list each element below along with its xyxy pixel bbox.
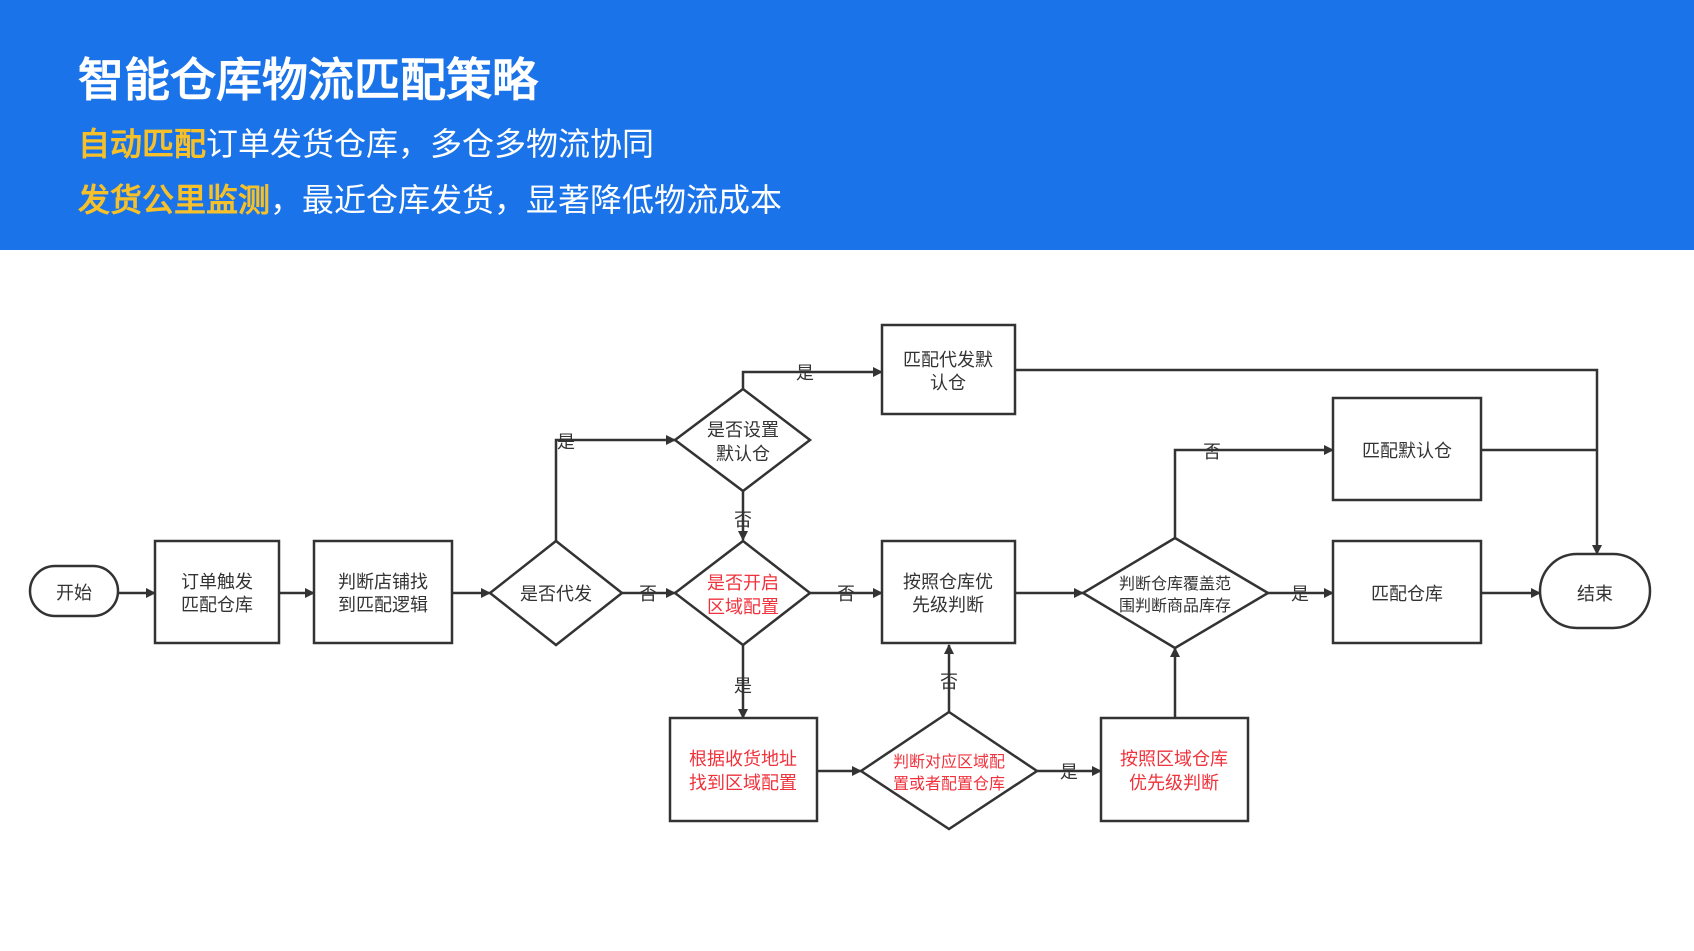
judge-region-config-line-1: 判断对应区域配 (893, 752, 1005, 771)
edge-default-yes (741, 367, 883, 389)
edge-proxy-yes (554, 435, 676, 541)
match-proxy-default-line-1: 匹配代发默 (903, 350, 993, 371)
judge-store-node: 判断店铺找 到匹配逻辑 (312, 539, 454, 645)
is-proxy-label: 是否代发 (520, 584, 592, 605)
is-region-enabled-line-1: 是否开启 (707, 573, 779, 594)
edge-coverage-no (1173, 445, 1334, 538)
judge-coverage-line-1: 判断仓库覆盖范 (1119, 574, 1231, 593)
judge-coverage-line-2: 围判断商品库存 (1119, 596, 1231, 615)
page-title: 智能仓库物流匹配策略 (78, 53, 538, 107)
flow-edges (118, 367, 1602, 776)
label-yes-proxy: 是 (557, 432, 575, 453)
order-trigger-line-1: 订单触发 (181, 572, 253, 593)
by-region-priority-line-2: 优先级判断 (1129, 773, 1219, 794)
is-default-set-line-2: 默认仓 (716, 444, 770, 465)
order-trigger-node: 订单触发 匹配仓库 (153, 539, 281, 645)
label-no-region: 否 (837, 584, 855, 605)
end-label: 结束 (1577, 584, 1613, 605)
header-banner: 智能仓库物流匹配策略 自动匹配订单发货仓库，多仓多物流协同 发货公里监测，最近仓… (0, 0, 1694, 250)
edge-labels: 是 是 否 否 否 否 是 是 否 是 (557, 363, 1309, 783)
end-node: 结束 (1538, 552, 1652, 630)
is-default-set-line-1: 是否设置 (707, 420, 779, 441)
is-proxy-decision: 是否代发 (487, 539, 625, 647)
is-default-set-decision: 是否设置 默认仓 (672, 387, 813, 493)
label-yes-judgeregion: 是 (1060, 762, 1078, 783)
label-no-coverage: 否 (1203, 442, 1221, 463)
judge-coverage-decision: 判断仓库覆盖范 围判断商品库存 (1080, 536, 1271, 650)
label-no-judgeregion: 否 (940, 672, 958, 693)
by-priority-line-2: 先级判断 (912, 595, 984, 616)
edge-proxy-default-end (1015, 368, 1599, 450)
subtitle-1-text: 订单发货仓库，多仓多物流协同 (206, 125, 655, 163)
subtitle-line-2: 发货公里监测，最近仓库发货，显著降低物流成本 (78, 178, 782, 222)
match-warehouse-label: 匹配仓库 (1371, 584, 1443, 605)
by-priority-node: 按照仓库优 先级判断 (880, 539, 1017, 645)
judge-region-config-line-2: 置或者配置仓库 (893, 774, 1005, 793)
by-priority-line-1: 按照仓库优 (903, 572, 993, 593)
match-default-label: 匹配默认仓 (1362, 441, 1452, 462)
subtitle-2-text: ，最近仓库发货，显著降低物流成本 (270, 181, 783, 219)
is-region-enabled-line-2: 区域配置 (707, 597, 779, 618)
label-yes-default: 是 (796, 363, 814, 384)
label-yes-coverage: 是 (1291, 584, 1309, 605)
find-region-line-1: 根据收货地址 (689, 749, 797, 770)
by-region-priority-line-1: 按照区域仓库 (1120, 749, 1228, 770)
label-no-proxy: 否 (639, 584, 657, 605)
match-proxy-default-line-2: 认仓 (930, 373, 966, 394)
match-warehouse-node: 匹配仓库 (1331, 539, 1483, 645)
order-trigger-line-2: 匹配仓库 (181, 595, 253, 616)
start-label: 开始 (56, 583, 92, 604)
by-region-priority-node: 按照区域仓库 优先级判断 (1099, 716, 1250, 823)
judge-region-config-decision: 判断对应区域配 置或者配置仓库 (858, 710, 1040, 831)
find-region-line-2: 找到区域配置 (689, 773, 797, 794)
label-no-default: 否 (734, 510, 752, 531)
is-region-enabled-decision: 是否开启 区域配置 (672, 539, 813, 647)
subtitle-line-1: 自动匹配订单发货仓库，多仓多物流协同 (78, 122, 654, 166)
start-node: 开始 (28, 564, 120, 618)
subtitle-1-highlight: 自动匹配 (78, 125, 207, 163)
match-default-node: 匹配默认仓 (1331, 396, 1483, 502)
judge-store-line-2: 到匹配逻辑 (338, 595, 428, 616)
match-proxy-default-node: 匹配代发默 认仓 (880, 323, 1017, 416)
subtitle-2-highlight: 发货公里监测 (78, 181, 271, 219)
find-region-node: 根据收货地址 找到区域配置 (668, 716, 819, 823)
judge-store-line-1: 判断店铺找 (338, 572, 428, 593)
label-yes-region: 是 (734, 676, 752, 697)
